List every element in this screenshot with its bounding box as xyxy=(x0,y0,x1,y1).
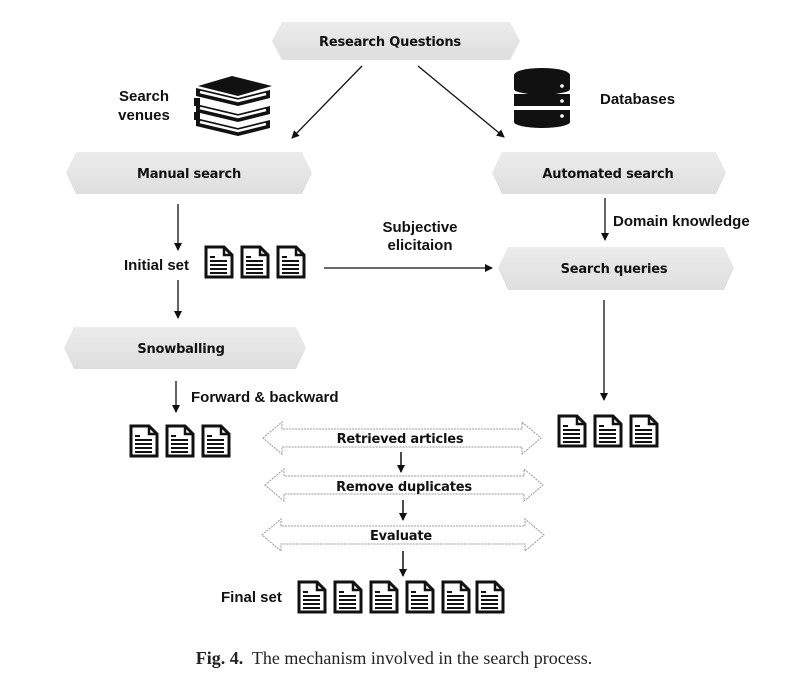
search-venues-label-line1: Search xyxy=(119,88,169,105)
node-automated-search: Automated search xyxy=(492,152,726,194)
figure-caption-text: The mechanism involved in the search pro… xyxy=(251,648,593,668)
node-search-queries-label: Search queries xyxy=(561,262,668,277)
database-icon xyxy=(513,68,571,128)
document-icon xyxy=(405,580,435,614)
databases-label: Databases xyxy=(600,91,675,108)
automated-documents xyxy=(557,414,659,448)
search-venues-label-line2: venues xyxy=(118,107,170,124)
node-automated-search-label: Automated search xyxy=(542,167,673,182)
subjective-elicitation-label-line2: elicitaion xyxy=(387,237,452,254)
document-icon xyxy=(240,245,270,279)
document-icon xyxy=(441,580,471,614)
arrow-rq-to-manual xyxy=(291,65,363,139)
forward-backward-label: Forward & backward xyxy=(191,389,339,406)
initial-set-label: Initial set xyxy=(124,257,189,274)
band-remove-duplicates-label: Remove duplicates xyxy=(336,480,472,495)
document-icon xyxy=(557,414,587,448)
document-icon xyxy=(201,424,231,458)
final-set-label: Final set xyxy=(221,589,282,606)
document-icon xyxy=(297,580,327,614)
node-search-queries: Search queries xyxy=(498,247,734,290)
band-remove-duplicates: Remove duplicates xyxy=(264,467,544,503)
domain-knowledge-label: Domain knowledge xyxy=(613,213,750,230)
snowballing-documents xyxy=(129,424,231,458)
initial-set-documents xyxy=(204,245,306,279)
document-icon xyxy=(129,424,159,458)
document-icon xyxy=(165,424,195,458)
band-evaluate: Evaluate xyxy=(261,517,545,553)
figure-caption: Fig. 4. The mechanism involved in the se… xyxy=(0,648,788,669)
document-icon xyxy=(204,245,234,279)
document-icon xyxy=(475,580,505,614)
final-set-documents xyxy=(297,580,505,614)
band-retrieved-articles-label: Retrieved articles xyxy=(337,432,464,447)
document-icon xyxy=(369,580,399,614)
node-research-questions-label: Research Questions xyxy=(319,35,461,50)
subjective-elicitation-label-line1: Subjective xyxy=(382,219,457,236)
node-manual-search-label: Manual search xyxy=(137,167,241,182)
document-icon xyxy=(276,245,306,279)
band-evaluate-label: Evaluate xyxy=(370,529,432,544)
node-snowballing-label: Snowballing xyxy=(137,342,224,357)
document-icon xyxy=(629,414,659,448)
band-retrieved-articles: Retrieved articles xyxy=(262,420,542,456)
books-stack-icon xyxy=(194,76,272,136)
figure-caption-label: Fig. 4. xyxy=(195,648,244,668)
document-icon xyxy=(333,580,363,614)
node-manual-search: Manual search xyxy=(66,152,312,194)
node-snowballing: Snowballing xyxy=(64,327,306,369)
arrow-rq-to-automated xyxy=(417,65,505,138)
node-research-questions: Research Questions xyxy=(272,22,520,60)
document-icon xyxy=(593,414,623,448)
